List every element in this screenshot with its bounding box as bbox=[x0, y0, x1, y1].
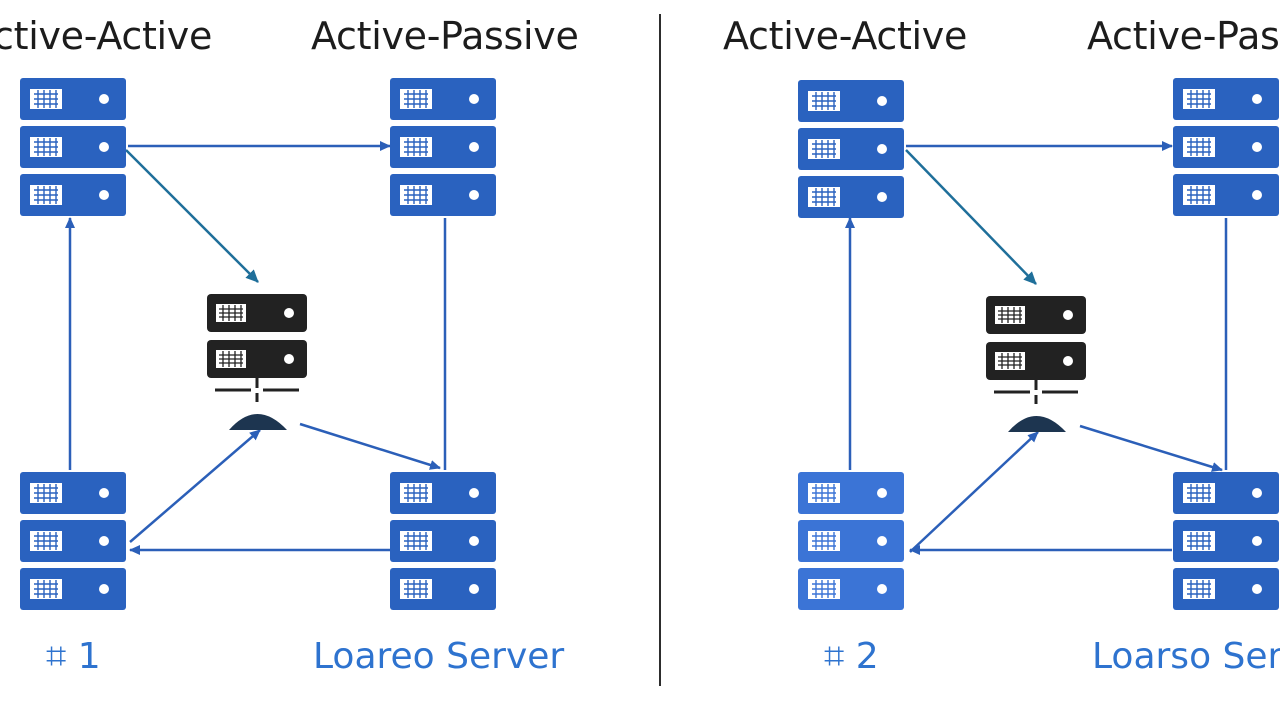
arrow-lb-to-bottom-right bbox=[299, 422, 441, 470]
caption-number: ⌗ 1 bbox=[46, 636, 101, 677]
diagram-1 bbox=[19, 77, 497, 611]
title-active-passive: Active-Passive bbox=[311, 14, 579, 58]
server-rack-icon bbox=[1172, 77, 1280, 217]
load-balancer-icon bbox=[985, 295, 1087, 432]
server-rack-icon bbox=[19, 77, 127, 217]
server-rack-icon bbox=[797, 79, 905, 219]
title-active-active: Active-Active bbox=[0, 14, 213, 58]
panel-divider bbox=[659, 14, 661, 686]
title-active-passive: Active-Passive bbox=[1087, 14, 1280, 58]
diagram-panel-2: Active-Active Active-Passive bbox=[662, 0, 1280, 720]
caption-number: ⌗ 2 bbox=[824, 636, 879, 677]
server-rack-icon bbox=[797, 471, 905, 611]
diagram-panel-1: Active-Active Active-Passive bbox=[0, 14, 579, 677]
server-rack-icon bbox=[389, 77, 497, 217]
arrow-to-load-balancer bbox=[905, 149, 1037, 285]
server-rack-icon bbox=[389, 471, 497, 611]
arrow-bottom-left-to-lb bbox=[909, 431, 1039, 553]
load-balancer-icon bbox=[206, 293, 308, 430]
caption-server: Loareo Server bbox=[313, 636, 565, 677]
arrow-to-load-balancer bbox=[125, 149, 259, 283]
caption-server: Loarso Server bbox=[1092, 636, 1280, 677]
title-active-active: Active-Active bbox=[723, 14, 968, 58]
arrow-lb-to-bottom-right bbox=[1079, 424, 1223, 472]
server-rack-icon bbox=[1172, 471, 1280, 611]
diagram-2 bbox=[797, 77, 1280, 611]
server-rack-icon bbox=[19, 471, 127, 611]
arrow-bottom-left-to-lb bbox=[129, 429, 261, 543]
